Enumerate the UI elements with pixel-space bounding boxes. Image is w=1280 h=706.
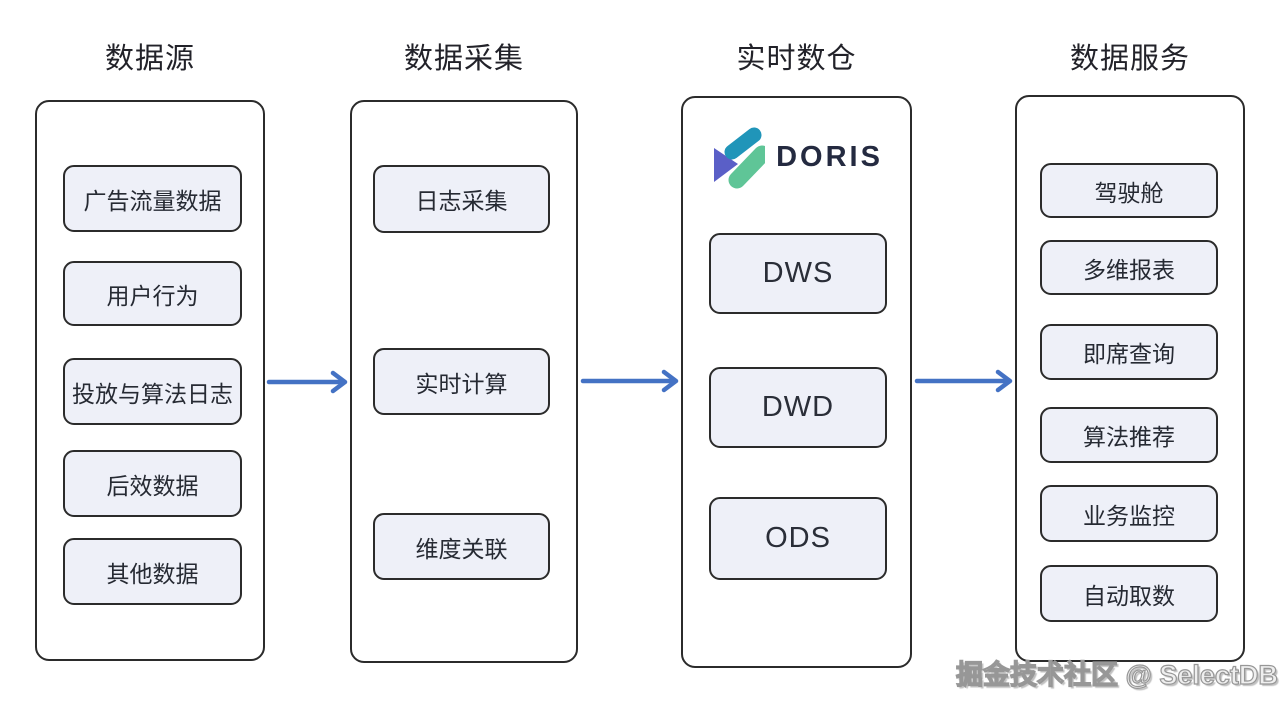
doris-logo: DORIS (703, 122, 893, 192)
node-ad-traffic-data: 广告流量数据 (63, 165, 242, 232)
node-dimension-join: 维度关联 (373, 513, 550, 580)
column-title-realtime-warehouse: 实时数仓 (736, 43, 857, 75)
node-other-data: 其他数据 (63, 538, 242, 605)
column-title-data-collection: 数据采集 (403, 43, 524, 75)
node-adhoc-query: 即席查询 (1040, 324, 1218, 380)
node-realtime-compute: 实时计算 (373, 348, 550, 415)
arrow-warehouse-to-service (914, 369, 1013, 393)
node-user-behavior: 用户行为 (63, 261, 242, 326)
doris-wordmark: DORIS (776, 140, 883, 173)
node-log-collection: 日志采集 (373, 165, 550, 233)
node-ods: ODS (709, 497, 887, 580)
doris-logo-icon (714, 127, 766, 189)
arrow-collection-to-warehouse (580, 369, 679, 393)
node-cockpit: 驾驶舱 (1040, 163, 1218, 218)
node-delivery-algorithm-log: 投放与算法日志 (63, 358, 242, 425)
node-dws: DWS (709, 233, 887, 314)
node-post-effect-data: 后效数据 (63, 450, 242, 517)
column-title-data-service: 数据服务 (1069, 43, 1190, 75)
node-business-monitor: 业务监控 (1040, 485, 1218, 542)
arrow-source-to-collection (266, 370, 348, 394)
node-multidim-report: 多维报表 (1040, 240, 1218, 295)
node-algorithm-recommend: 算法推荐 (1040, 407, 1218, 463)
column-title-data-source: 数据源 (104, 43, 195, 75)
node-dwd: DWD (709, 367, 887, 448)
watermark-text: 掘金技术社区 @ SelectDB (955, 659, 1278, 690)
node-auto-data-fetch: 自动取数 (1040, 565, 1218, 622)
